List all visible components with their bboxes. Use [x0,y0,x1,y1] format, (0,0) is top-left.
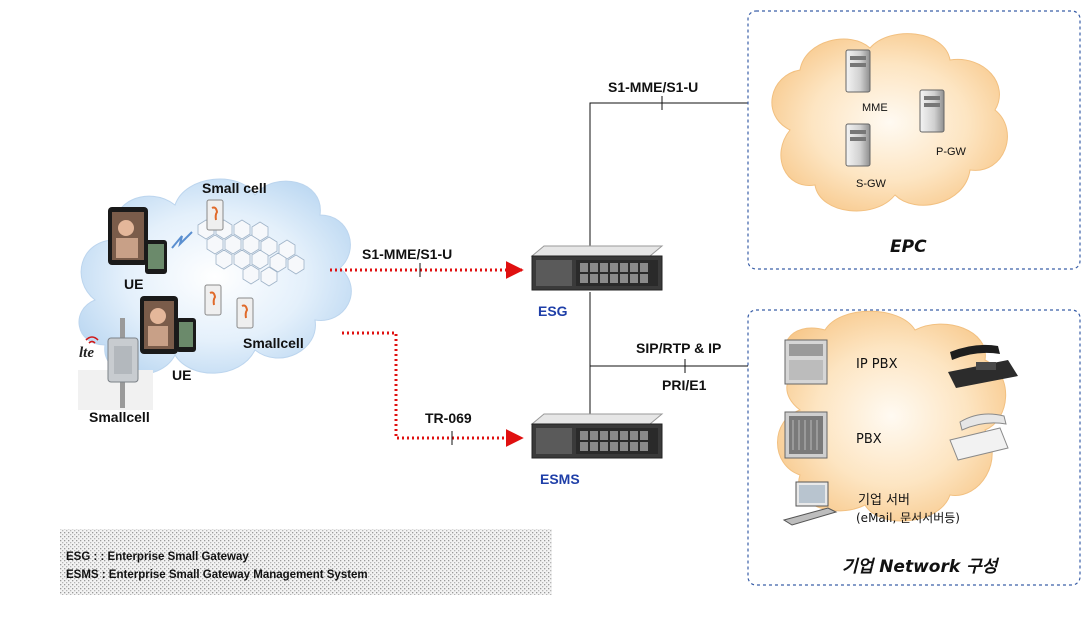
legend-esms: ESMS : Enterprise Small Gateway Manageme… [66,569,368,581]
legend-esg: ESG : : Enterprise Small Gateway [66,551,249,563]
mme-label: MME [862,102,888,114]
small-cell-device [204,284,222,316]
legend-box [60,529,552,595]
tr069-label: TR-069 [425,410,472,426]
epc-box [747,10,1081,270]
wireless-signal-icon [171,231,193,249]
pri-e1-label: PRI/E1 [662,377,707,393]
ue-tablet [140,296,178,354]
ue-phone [145,240,167,274]
enterprise-server-sublabel: (eMail, 문서서버등) [856,511,960,525]
ip-pbx-label: IP PBX [856,357,898,372]
enterprise-server-label: 기업 서버 [858,493,910,508]
ue-tablet [108,207,148,265]
lte-signal-icon [85,336,99,344]
esms-label: ESMS [540,471,580,487]
small-cell-device [206,199,224,231]
epc-cloud [771,33,1008,212]
hexagon-coverage-grid [197,219,305,287]
s1-epc-label: S1-MME/S1-U [608,79,698,95]
outdoor-smallcell [78,318,153,410]
pbx-label: PBX [856,432,882,447]
sip-rtp-label: SIP/RTP & IP [636,340,721,356]
tr069-link-to-esms [342,331,524,447]
enterprise-network-title: 기업 Network 구성 [842,557,1000,577]
mme-server-icon [845,49,871,93]
lte-logo: lte [79,345,94,361]
ip-pbx-device-icon [784,339,828,385]
smallcell-label-1: Smallcell [243,335,304,351]
esg-server-icon [530,245,664,291]
ue-label-2: UE [172,367,191,383]
backbone-lines [589,96,748,418]
sgw-server-icon [845,123,871,167]
ue-label-1: UE [124,276,143,292]
epc-title: EPC [890,237,927,257]
desk-phone-icon [948,344,1018,388]
pgw-label: P-GW [936,146,967,158]
enterprise-box [747,309,1081,586]
laptop-server-icon [782,481,838,526]
ue-phone [176,318,196,352]
office-phone-icon [949,413,1009,461]
esg-label: ESG [538,303,568,319]
enterprise-cloud [777,310,1007,522]
small-cell-device [236,297,254,329]
small-cell-label: Small cell [202,180,267,196]
s1-link-to-esg [330,261,524,279]
esms-server-icon [530,413,664,459]
smallcell-label-2: Smallcell [89,409,150,425]
sgw-label: S-GW [856,178,887,190]
pbx-device-icon [784,411,828,459]
pgw-server-icon [919,89,945,133]
s1-link-label: S1-MME/S1-U [362,246,452,262]
